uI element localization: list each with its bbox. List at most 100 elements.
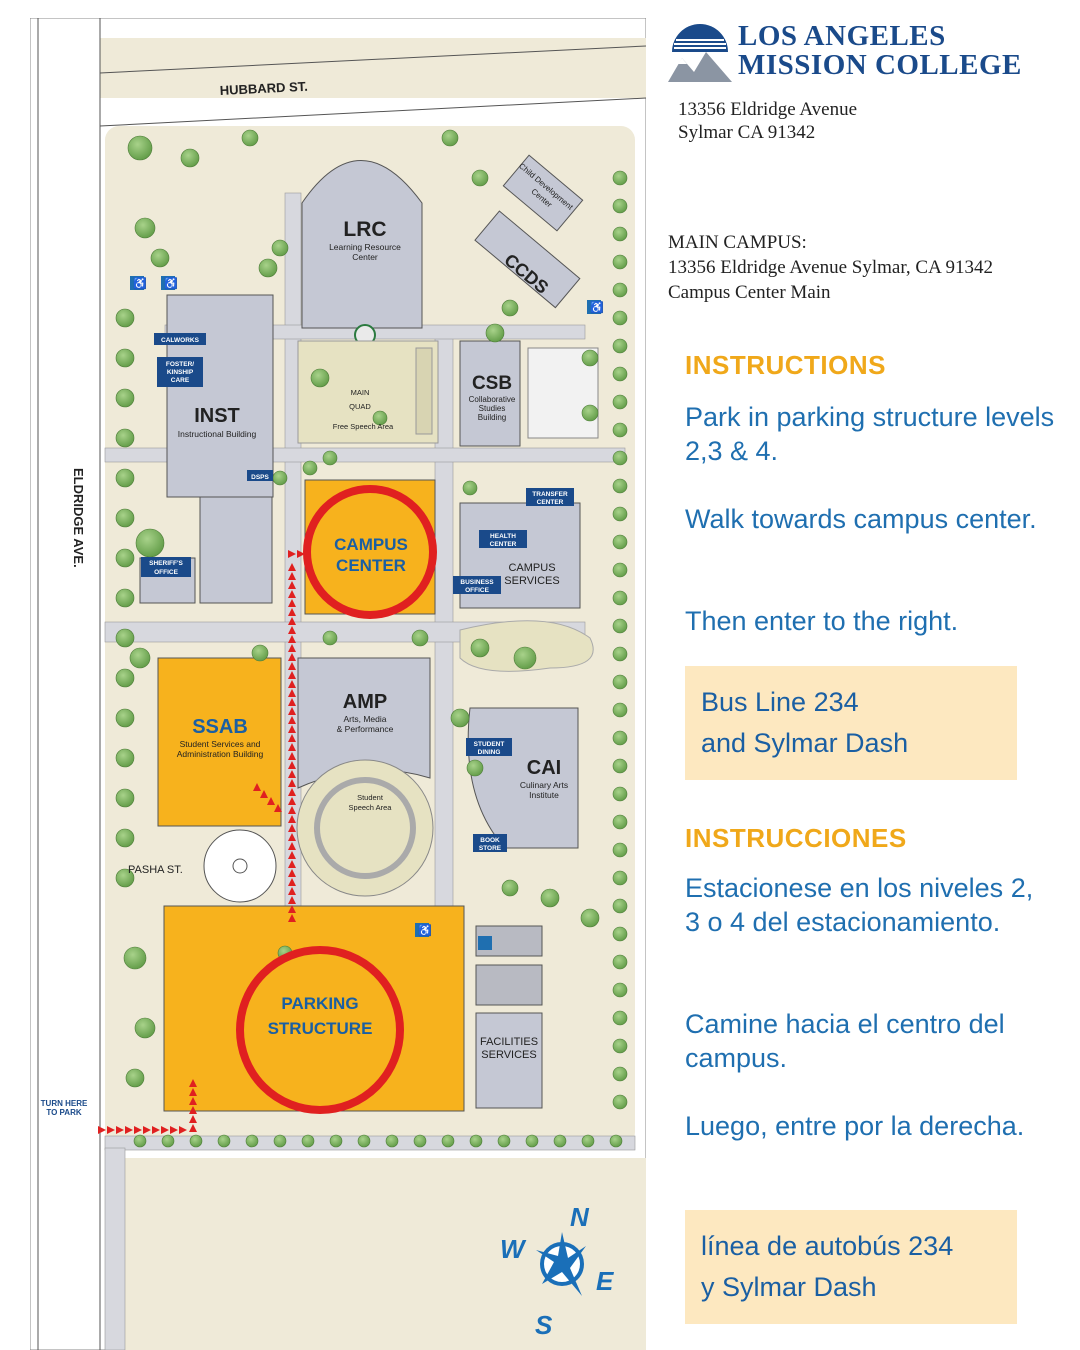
trees <box>115 129 628 1148</box>
csb-name-line3: Building <box>478 413 506 422</box>
child-development-center <box>474 154 584 309</box>
route-arrow <box>288 550 296 558</box>
route-arrow <box>288 698 296 706</box>
instruction-step2: Walk towards campus center. <box>685 504 1037 534</box>
tree <box>612 422 628 438</box>
campus-center-circle <box>303 485 437 619</box>
instruction-step3: Then enter to the right. <box>685 606 959 636</box>
speech-line1: Student <box>357 793 384 802</box>
route-arrow <box>288 689 296 697</box>
tree <box>115 748 135 768</box>
route-arrow <box>288 734 296 742</box>
quad-line3: Free Speech Area <box>333 422 394 431</box>
speech-line2: Speech Area <box>349 803 393 812</box>
route-arrow <box>288 815 296 823</box>
route-arrow <box>260 790 268 798</box>
campus-services-line1: CAMPUS <box>508 562 555 574</box>
tree <box>612 534 628 550</box>
lrc-name-line2: Center <box>352 252 378 262</box>
tree <box>612 954 628 970</box>
route-arrow <box>288 761 296 769</box>
campus-services-line2: SERVICES <box>504 575 559 587</box>
info-panel: LOS ANGELES MISSION COLLEGE 13356 Eldrid… <box>668 18 1068 1338</box>
tree <box>612 478 628 494</box>
route-arrow <box>288 842 296 850</box>
route-arrow <box>288 833 296 841</box>
tree <box>612 758 628 774</box>
inst-name: Instructional Building <box>178 429 257 439</box>
tree <box>441 129 459 147</box>
route-arrow <box>288 653 296 661</box>
tree <box>525 1134 539 1148</box>
tree <box>580 908 600 928</box>
sheriff-tag-line1: SHERIFF'S <box>149 560 183 567</box>
csb-name-line2: Studies <box>479 404 506 413</box>
tree <box>115 828 135 848</box>
route-arrow <box>125 1126 133 1134</box>
tree <box>612 730 628 746</box>
tree <box>385 1134 399 1148</box>
tree <box>612 702 628 718</box>
main-quad <box>297 340 439 444</box>
tree <box>612 814 628 830</box>
parking-line2: STRUCTURE <box>268 1019 373 1038</box>
route-arrow <box>288 797 296 805</box>
route-arrow <box>288 599 296 607</box>
route-arrow <box>267 797 275 805</box>
tree <box>329 1134 343 1148</box>
turn-here-line2: TO PARK <box>46 1108 81 1117</box>
campus-center-line1: CAMPUS <box>334 535 408 554</box>
route-arrow <box>189 1106 197 1114</box>
tree <box>217 1134 231 1148</box>
mountain-logo-icon <box>668 24 732 82</box>
address-line1: 13356 Eldridge Avenue <box>678 99 858 120</box>
facilities-line2: SERVICES <box>481 1049 536 1061</box>
ssab-name-line2: Administration Building <box>177 749 264 759</box>
route-arrow <box>297 550 305 558</box>
tree <box>372 410 388 426</box>
college-name-line2: MISSION COLLEGE <box>738 49 1022 81</box>
route-arrow <box>288 887 296 895</box>
foster-tag-line1: FOSTER/ <box>166 361 194 368</box>
tree <box>189 1134 203 1148</box>
route-arrow <box>288 896 296 904</box>
tree <box>462 480 478 496</box>
tree <box>612 646 628 662</box>
tree <box>581 349 599 367</box>
inst-code: INST <box>194 405 240 427</box>
tree <box>245 1134 259 1148</box>
route-arrows <box>98 550 305 1134</box>
route-arrow <box>288 806 296 814</box>
route-arrow <box>288 644 296 652</box>
csb-name-line1: Collaborative <box>469 395 516 404</box>
main-campus-title: MAIN CAMPUS: <box>668 232 807 253</box>
tree <box>612 226 628 242</box>
tree <box>612 198 628 214</box>
route-arrow <box>288 770 296 778</box>
tree <box>115 308 135 328</box>
route-arrow <box>288 851 296 859</box>
ssab-name-line1: Student Services and <box>180 739 261 749</box>
tree <box>612 506 628 522</box>
tree <box>612 926 628 942</box>
svg-text:♿: ♿ <box>418 924 432 937</box>
bookstore-tag-line2: STORE <box>479 845 502 852</box>
foster-tag-line3: CARE <box>171 377 190 384</box>
accessibility-icons: ♿ ♿ ♿ ♿ <box>130 276 604 950</box>
lrc-name-line1: Learning Resource <box>329 242 401 252</box>
svg-text:♿: ♿ <box>164 277 178 290</box>
quad-line1: MAIN <box>351 388 370 397</box>
transfer-tag-line1: TRANSFER <box>532 491 568 498</box>
route-arrow <box>161 1126 169 1134</box>
route-arrow <box>143 1126 151 1134</box>
tree <box>115 348 135 368</box>
tree <box>612 590 628 606</box>
tree <box>612 1038 628 1054</box>
tree <box>469 1134 483 1148</box>
tree <box>273 1134 287 1148</box>
amp-name-line1: Arts, Media <box>344 714 387 724</box>
route-arrow <box>107 1126 115 1134</box>
sheriff-tag-line2: OFFICE <box>154 569 178 576</box>
tree <box>115 868 135 888</box>
route-arrow <box>288 878 296 886</box>
